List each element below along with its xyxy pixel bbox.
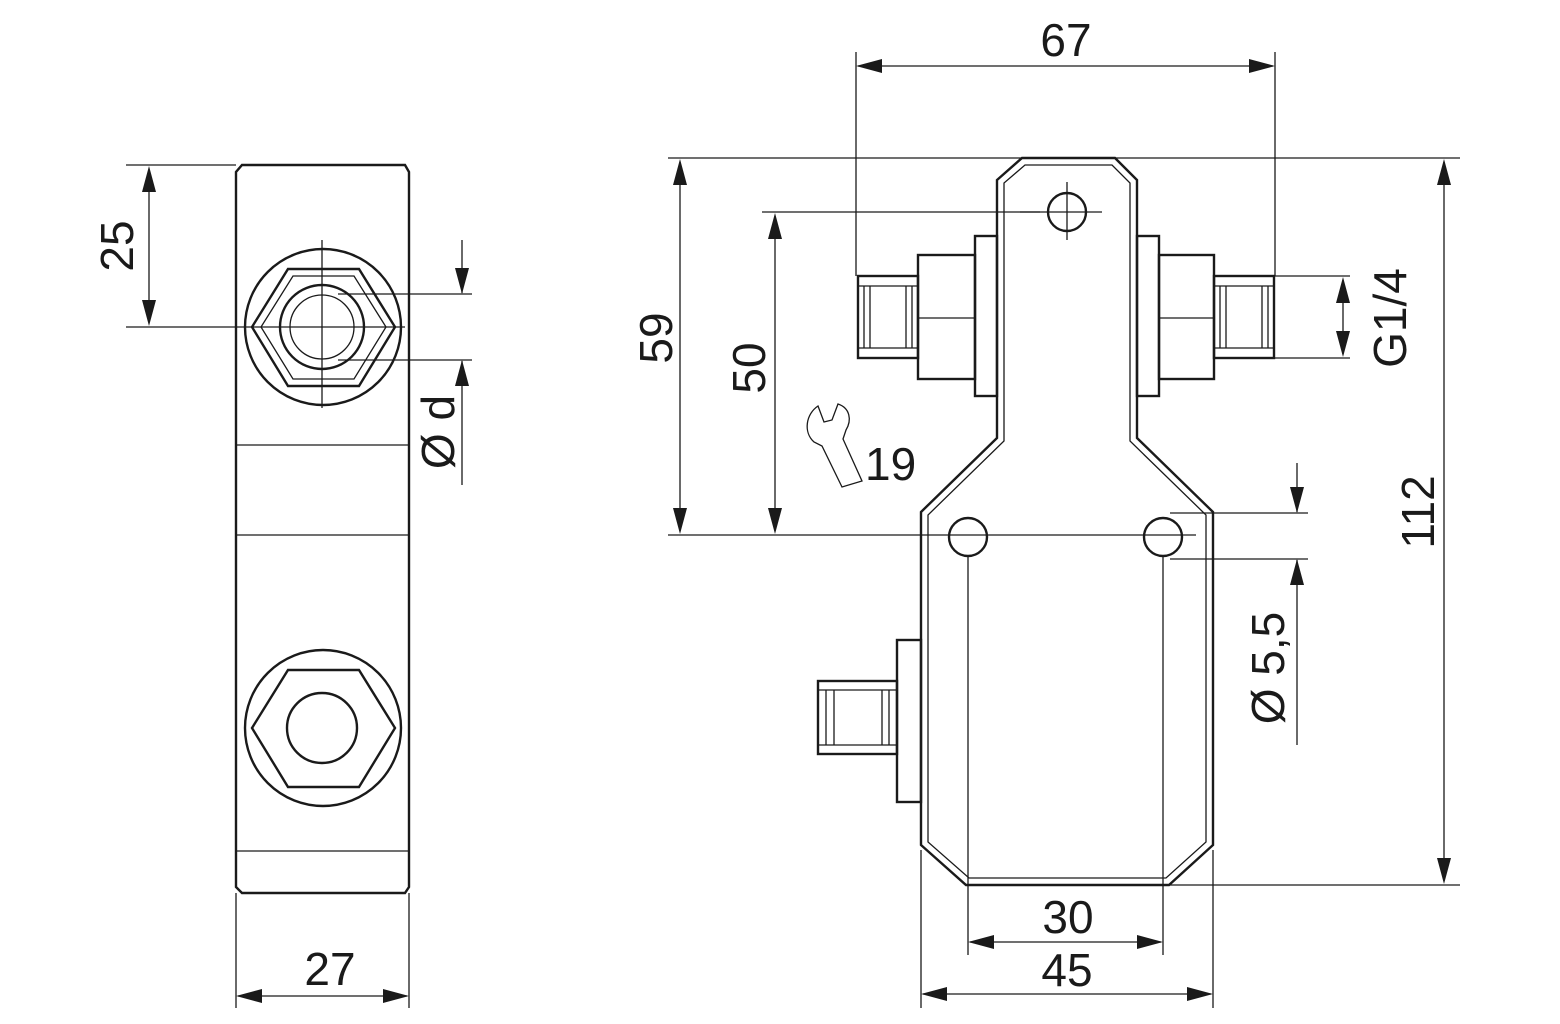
dim-hole-diameter: Ø 5,5 <box>1170 463 1308 745</box>
side-body-outline <box>234 163 411 895</box>
front-body-outline <box>919 156 1215 887</box>
label-total-height: 112 <box>1392 475 1444 548</box>
label-side-offset: 25 <box>91 220 143 271</box>
side-fitting-top <box>243 240 403 408</box>
front-fitting-right <box>1135 234 1276 398</box>
wrench-icon <box>806 403 863 488</box>
dim-base-width: 45 <box>920 850 1214 1008</box>
front-fitting-lower <box>816 638 923 804</box>
label-base-width: 45 <box>1041 944 1092 996</box>
wrench-annotation: 19 <box>806 403 916 490</box>
dim-side-offset: 25 <box>91 164 405 328</box>
dim-thread-size: G1/4 <box>1274 268 1416 368</box>
label-total-width: 67 <box>1040 14 1091 66</box>
front-view: 67 112 59 50 <box>630 14 1460 1008</box>
mounting-hole-right <box>1142 516 1184 558</box>
label-hole-height: 59 <box>630 312 682 363</box>
dim-total-width: 67 <box>855 14 1276 276</box>
label-upper-hole-distance: 50 <box>723 342 775 393</box>
dim-hole-spacing: 30 <box>967 557 1164 955</box>
label-hole-diameter: Ø 5,5 <box>1242 612 1294 725</box>
dim-upper-hole-distance: 50 <box>723 211 1040 534</box>
front-body-inner <box>927 164 1207 879</box>
front-fitting-left <box>856 234 999 398</box>
side-view: 25 Ø d 27 <box>91 163 472 1008</box>
mounting-hole-left <box>947 516 989 558</box>
label-hole-spacing: 30 <box>1042 891 1093 943</box>
label-side-width: 27 <box>304 943 355 995</box>
dim-port-diameter: Ø d <box>338 240 472 485</box>
dim-side-width: 27 <box>235 893 410 1008</box>
label-thread-size: G1/4 <box>1364 268 1416 368</box>
dim-hole-height: 59 <box>630 159 1196 536</box>
dim-total-height: 112 <box>668 157 1460 886</box>
mounting-hole-top <box>1020 182 1102 240</box>
label-port-diameter: Ø d <box>412 395 464 469</box>
side-fitting-bottom <box>243 648 403 808</box>
label-wrench-size: 19 <box>865 438 916 490</box>
